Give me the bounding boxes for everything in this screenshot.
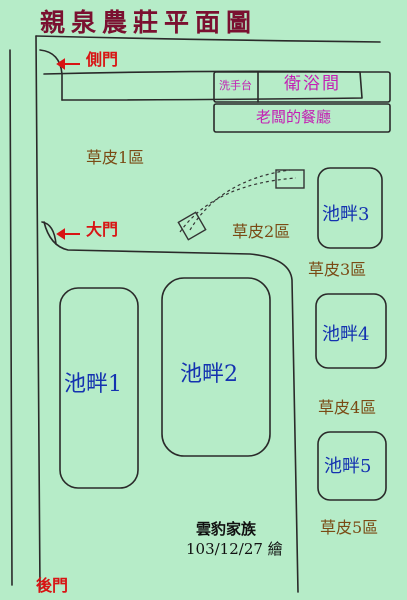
side-gate-marker <box>39 49 63 101</box>
restaurant-building <box>213 103 391 133</box>
author-label: 雲豹家族 <box>196 520 257 538</box>
lawn-2-label: 草皮2區 <box>232 222 291 241</box>
pond-3-area <box>317 167 383 249</box>
page-title: 親泉農莊平面圖 <box>40 8 258 37</box>
left-boundary <box>35 35 41 591</box>
lawn-3-label: 草皮3區 <box>308 260 367 279</box>
pond-4-area <box>315 293 387 369</box>
pond-5-area <box>317 431 387 501</box>
bathroom-building <box>213 71 391 103</box>
lawn-4-label: 草皮4區 <box>318 398 377 417</box>
restaurant-label: 老闆的餐廳 <box>256 108 332 126</box>
top-road-edge <box>43 70 363 101</box>
pond-3-label: 池畔3 <box>322 204 370 225</box>
date-label: 103/12/27 繪 <box>186 540 283 558</box>
pond-1-area <box>59 287 139 489</box>
lawn-5-label: 草皮5區 <box>320 518 379 537</box>
main-gate-marker <box>41 221 57 245</box>
bridge-2 <box>275 169 305 189</box>
inner-road <box>43 221 299 593</box>
pond-4-label: 池畔4 <box>322 324 370 345</box>
pond-2-label: 池畔2 <box>180 362 238 387</box>
bathroom-label: 衛浴間 <box>284 74 341 94</box>
back-gate-label: 後門 <box>36 576 69 595</box>
lawn-1-label: 草皮1區 <box>86 148 145 167</box>
side-gate-label: 側門 <box>86 50 119 69</box>
pond-2-area <box>161 277 271 457</box>
washbasin-label: 洗手台 <box>219 79 252 92</box>
bridge-1 <box>177 211 207 241</box>
pond-1-label: 池畔1 <box>64 372 122 397</box>
inner-left-boundary <box>9 49 13 586</box>
main-gate-label: 大門 <box>86 220 119 239</box>
stepping-path <box>189 169 291 231</box>
pond-5-label: 池畔5 <box>324 456 372 477</box>
outer-boundary <box>35 35 381 43</box>
